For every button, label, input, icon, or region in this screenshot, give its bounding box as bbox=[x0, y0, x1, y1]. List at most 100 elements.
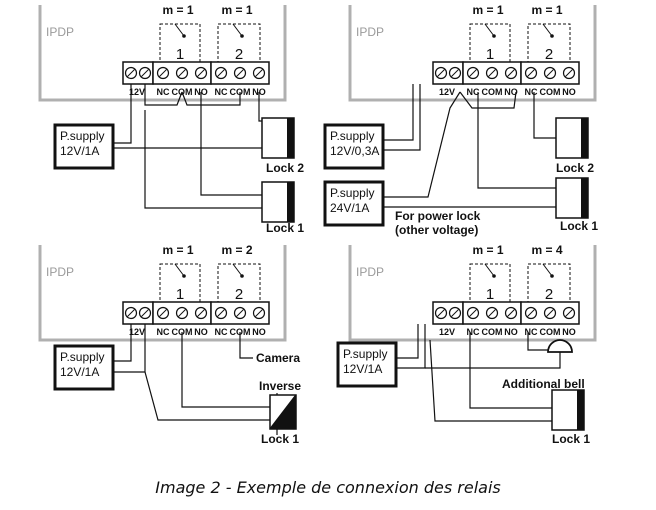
relay-contact bbox=[174, 263, 185, 277]
relay-2: 2m = 1 bbox=[217, 3, 261, 63]
device-label-lock-2: Lock 2 bbox=[266, 161, 304, 175]
terminal-label: COM bbox=[540, 327, 561, 337]
relay-number: 2 bbox=[235, 286, 243, 303]
wire bbox=[459, 91, 517, 109]
relay-contact-dot bbox=[182, 274, 186, 278]
terminal-label: NC bbox=[157, 87, 170, 97]
terminal-label: NC bbox=[467, 87, 480, 97]
device-label-camera: Camera bbox=[256, 351, 300, 365]
terminal-screw bbox=[434, 66, 448, 80]
terminal-screw bbox=[485, 306, 499, 320]
screw-slot bbox=[507, 309, 515, 317]
note-line-2: (other voltage) bbox=[395, 223, 478, 237]
relay-contact-dot bbox=[240, 34, 244, 38]
terminal-label: NC bbox=[525, 327, 538, 337]
screw-slot bbox=[197, 309, 205, 317]
ipdp-housing bbox=[38, 5, 287, 102]
terminal-screw bbox=[448, 306, 462, 320]
device-label-lock-1: Lock 1 bbox=[261, 432, 299, 446]
lock-bolt bbox=[287, 182, 294, 222]
terminal-screw bbox=[175, 306, 189, 320]
wire bbox=[383, 84, 414, 141]
lock-1-icon bbox=[555, 177, 589, 219]
screw-slot bbox=[546, 309, 554, 317]
inverse-lock-fill bbox=[270, 395, 296, 429]
relay-mode-label: m = 1 bbox=[221, 3, 252, 17]
screw-slot bbox=[178, 69, 186, 77]
relay-contact-dot bbox=[550, 274, 554, 278]
terminal-screw bbox=[434, 306, 448, 320]
wire bbox=[144, 371, 278, 435]
terminal-label: COM bbox=[540, 87, 561, 97]
terminal-label: NO bbox=[504, 87, 518, 97]
relay-1: 1m = 1 bbox=[159, 243, 201, 303]
terminal-label: NC bbox=[525, 87, 538, 97]
device-label: IPDP bbox=[46, 265, 74, 279]
wire bbox=[113, 84, 132, 144]
lock-2-icon bbox=[261, 117, 295, 159]
terminal-label: NC bbox=[215, 87, 228, 97]
relay-contact bbox=[174, 23, 185, 37]
device-label: IPDP bbox=[46, 25, 74, 39]
wire bbox=[396, 324, 419, 359]
screw-slot bbox=[527, 69, 535, 77]
device-label-lock-1: Lock 1 bbox=[552, 432, 590, 446]
screw-slot bbox=[437, 309, 445, 317]
terminal-label: NO bbox=[562, 327, 576, 337]
screw-slot bbox=[488, 69, 496, 77]
terminal-label: NC bbox=[467, 327, 480, 337]
relay-contact-dot bbox=[492, 274, 496, 278]
terminal-screw bbox=[524, 306, 538, 320]
screw-slot bbox=[507, 69, 515, 77]
relay-2: 2m = 1 bbox=[527, 3, 571, 63]
relay-number: 1 bbox=[486, 46, 494, 63]
wire bbox=[200, 92, 262, 196]
terminal-screw bbox=[252, 306, 266, 320]
power-supply-label: P.supply bbox=[330, 186, 374, 200]
screw-slot bbox=[451, 69, 459, 77]
power-supply-frame bbox=[323, 180, 385, 227]
terminal-screw bbox=[175, 66, 189, 80]
relay-number: 1 bbox=[176, 46, 184, 63]
terminal-label: NO bbox=[252, 327, 266, 337]
terminal-screw bbox=[156, 66, 170, 80]
screw-slot bbox=[217, 69, 225, 77]
terminal-screw bbox=[524, 66, 538, 80]
wire bbox=[144, 110, 262, 209]
screw-slot bbox=[546, 69, 554, 77]
wire bbox=[113, 324, 132, 362]
wire bbox=[383, 91, 461, 198]
relay-mode-label: m = 1 bbox=[472, 243, 503, 257]
power-supply-rating: 12V/1A bbox=[343, 362, 382, 376]
terminal-screw bbox=[504, 66, 518, 80]
ipdp-housing bbox=[38, 245, 287, 342]
screw-slot bbox=[527, 309, 535, 317]
terminal-label: 12V bbox=[129, 87, 145, 97]
relay-2: 2 m = 2 bbox=[217, 243, 261, 303]
screw-slot bbox=[565, 69, 573, 77]
device-label-lock-1: Lock 1 bbox=[560, 219, 598, 233]
relay-contact-dot bbox=[182, 34, 186, 38]
terminal-label: 12V bbox=[129, 327, 145, 337]
ipdp-housing bbox=[348, 5, 597, 102]
power-supply-rating: 12V/1A bbox=[60, 365, 99, 379]
screw-slot bbox=[141, 309, 149, 317]
terminal-screw bbox=[214, 66, 228, 80]
relay-mode-label: m = 1 bbox=[531, 3, 562, 17]
terminal-label: COM bbox=[482, 87, 503, 97]
screw-slot bbox=[488, 309, 496, 317]
power-supply-rating: 24V/1A bbox=[330, 201, 369, 215]
wire bbox=[533, 92, 563, 139]
device-label: IPDP bbox=[356, 265, 384, 279]
relay-mode-label: m = 2 bbox=[221, 243, 252, 257]
device-label-lock-2: Lock 2 bbox=[556, 161, 594, 175]
terminal-screw bbox=[233, 306, 247, 320]
relay-mode-label: m = 1 bbox=[162, 3, 193, 17]
terminal-screw bbox=[156, 306, 170, 320]
device-label-additional-bell: Additional bell bbox=[502, 377, 585, 391]
